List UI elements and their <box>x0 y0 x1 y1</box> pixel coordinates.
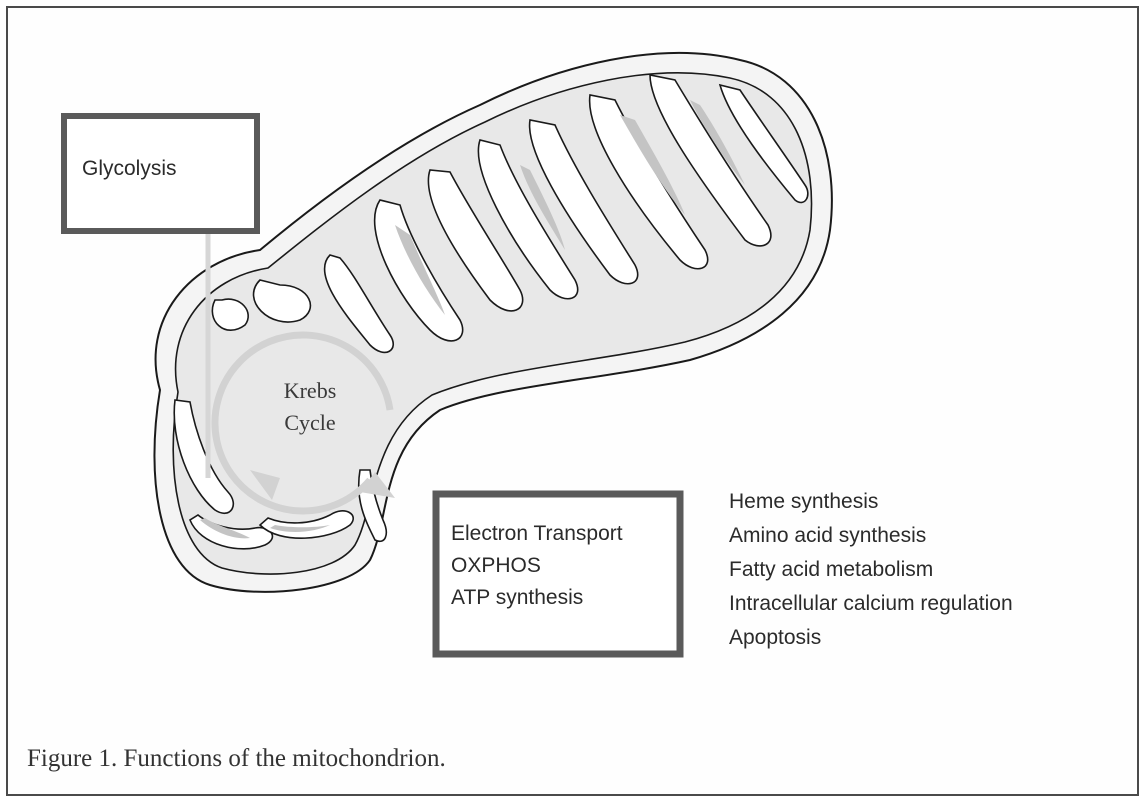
figure-caption: Figure 1. Functions of the mitochondrion… <box>27 745 446 773</box>
function-item-apoptosis: Apoptosis <box>729 621 1013 655</box>
function-item-calcium: Intracellular calcium regulation <box>729 587 1013 621</box>
function-item-amino-acid: Amino acid synthesis <box>729 519 1013 553</box>
etc-line-electron-transport: Electron Transport <box>451 518 623 550</box>
etc-box-text: Electron Transport OXPHOS ATP synthesis <box>451 518 623 614</box>
glycolysis-label: Glycolysis <box>82 157 177 180</box>
etc-line-atp-synthesis: ATP synthesis <box>451 582 623 614</box>
etc-line-oxphos: OXPHOS <box>451 550 623 582</box>
krebs-label-line1: Krebs <box>284 378 337 403</box>
function-item-heme: Heme synthesis <box>729 485 1013 519</box>
krebs-label-line2: Cycle <box>284 410 335 435</box>
functions-list: Heme synthesis Amino acid synthesis Fatt… <box>729 485 1013 655</box>
function-item-fatty-acid: Fatty acid metabolism <box>729 553 1013 587</box>
